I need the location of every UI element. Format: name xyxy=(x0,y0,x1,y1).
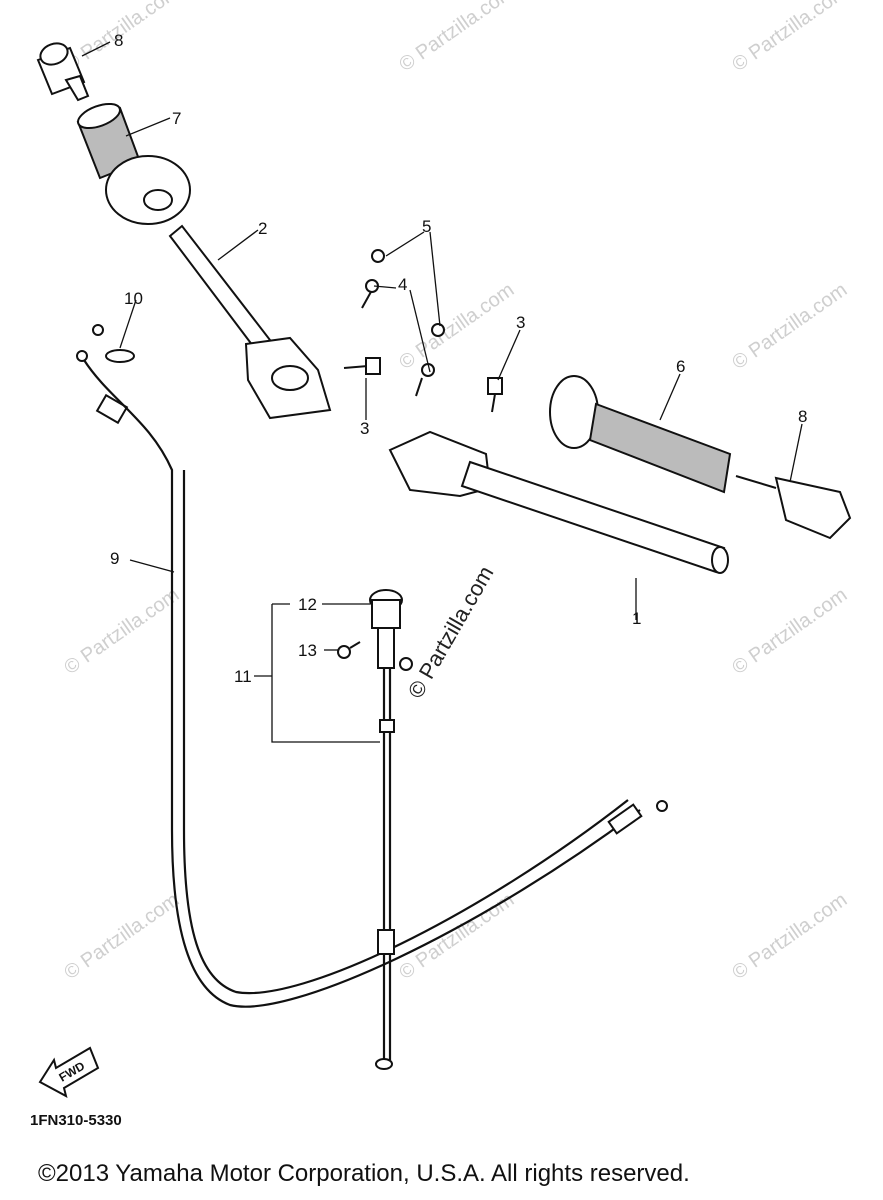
leader-lines xyxy=(81,41,803,743)
watermark: © Partzilla.com xyxy=(395,0,518,76)
callout-6: 6 xyxy=(676,357,685,376)
part-choke-cable-end xyxy=(375,719,395,1070)
part-throttle-housing xyxy=(168,224,332,420)
callout-1: 1 xyxy=(632,609,641,628)
watermark: © Partzilla.com xyxy=(395,279,518,374)
watermark: © Partzilla.com xyxy=(60,889,183,984)
watermark: © Partzilla.com xyxy=(60,584,183,679)
copyright-notice: ©2013 Yamaha Motor Corporation, U.S.A. A… xyxy=(38,1160,690,1187)
part-throttle-grip xyxy=(76,102,191,225)
part-screw-13 xyxy=(337,641,361,659)
watermark: © Partzilla.com xyxy=(728,584,851,679)
part-grip-right xyxy=(549,375,732,494)
callout-10: 10 xyxy=(124,289,143,308)
part-end-weight-right xyxy=(735,475,852,540)
diagram-code: 1FN310-5330 xyxy=(30,1112,122,1129)
part-choke-knob xyxy=(369,589,413,671)
part-bolt-right xyxy=(487,377,503,413)
callout-8-right: 8 xyxy=(798,407,807,426)
watermark: © Partzilla.com xyxy=(728,889,851,984)
watermark-center: © Partzilla.com xyxy=(403,562,499,703)
part-handlebar-right xyxy=(388,430,729,574)
watermark: © Partzilla.com xyxy=(728,279,851,374)
part-cable-fittings xyxy=(76,324,135,425)
part-end-weight-left xyxy=(36,42,90,102)
cable-throttle xyxy=(83,359,641,1008)
callout-11: 11 xyxy=(234,667,252,686)
callout-13: 13 xyxy=(298,641,317,660)
callout-3-left: 3 xyxy=(360,419,369,438)
callout-4: 4 xyxy=(398,275,407,294)
callouts: 8 7 2 5 4 10 3 6 3 8 9 12 1 13 11 xyxy=(110,31,807,686)
callout-8-left: 8 xyxy=(114,31,123,50)
watermark: © Partzilla.com xyxy=(728,0,851,76)
part-screws xyxy=(361,249,445,397)
callout-3-right: 3 xyxy=(516,313,525,332)
callout-5: 5 xyxy=(422,217,431,236)
callout-9: 9 xyxy=(110,549,119,568)
fwd-arrow: FWD xyxy=(38,1046,100,1098)
part-bolt-left xyxy=(343,357,381,375)
cable-choke xyxy=(382,668,392,1060)
callout-12: 12 xyxy=(298,595,317,614)
callout-7: 7 xyxy=(172,109,181,128)
part-cable-end-fitting xyxy=(607,800,668,835)
cable-throttle-outer xyxy=(182,470,629,995)
callout-2: 2 xyxy=(258,219,267,238)
